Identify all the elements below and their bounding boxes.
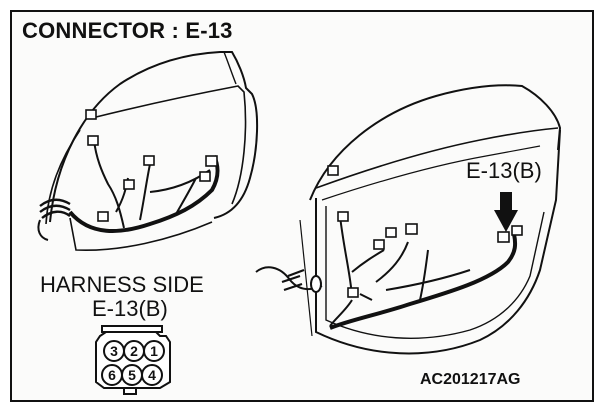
harness-side-label: HARNESS SIDE [40, 272, 204, 297]
left-connector-a [85, 109, 97, 120]
connector-pins [101, 340, 165, 386]
left-connector-e [205, 155, 218, 167]
left-connector-f [199, 171, 211, 182]
right-connector-b [337, 211, 349, 222]
pin-label: 3 [110, 343, 118, 359]
pin-label: 5 [128, 367, 136, 383]
left-connector-b [87, 135, 99, 146]
right-connector-e [405, 223, 418, 235]
right-door [299, 84, 562, 355]
right-connectors [327, 165, 523, 298]
harness-side-connector-id: E-13(B) [92, 296, 168, 321]
figure-code: AC201217AG [420, 371, 521, 388]
right-connector-a [327, 165, 339, 176]
pin-4 [141, 364, 163, 386]
left-harness [37, 139, 220, 241]
pin-label: 6 [108, 367, 116, 383]
left-door-outline [49, 51, 259, 223]
right-harness [255, 215, 518, 330]
left-connector-g [97, 211, 109, 222]
right-connector-c [373, 239, 385, 250]
pin-label: 1 [150, 343, 158, 359]
connector-callout-label: E-13(B) [466, 158, 542, 183]
connector-e13b [497, 231, 510, 243]
connector-title: CONNECTOR : E-13 [22, 18, 233, 43]
left-connector-d [143, 155, 155, 166]
pin-label: 2 [130, 343, 138, 359]
right-connector-f [347, 287, 359, 298]
pin-1 [143, 340, 165, 362]
right-door-outline [309, 84, 562, 201]
callout-arrow [494, 192, 518, 232]
left-connectors [85, 109, 218, 222]
right-connector-d [385, 227, 397, 238]
pin-label: 4 [148, 367, 156, 383]
left-connector-c [123, 179, 135, 190]
